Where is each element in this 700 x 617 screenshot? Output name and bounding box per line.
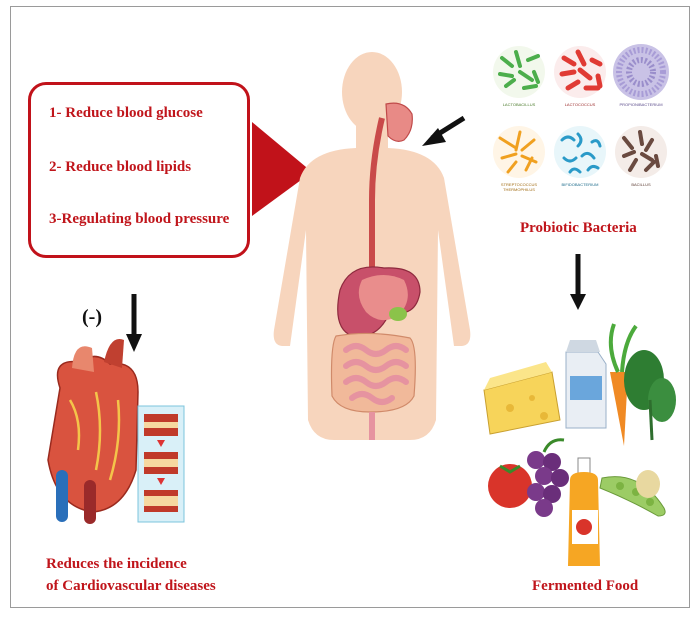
negative-effect-label: (-)	[82, 306, 102, 329]
artery-insets	[138, 406, 184, 522]
svg-text:BIFIDOBACTERIUM: BIFIDOBACTERIUM	[562, 182, 599, 187]
bacteria-colony-orange: STREPTOCOCCUS THERMOPHILUS	[493, 126, 545, 192]
arrow-bacteria-to-food	[570, 254, 586, 310]
bacteria-colony-red: LACTOCOCCUS	[554, 46, 606, 107]
benefit-reduce-glucose: 1- Reduce blood glucose	[49, 105, 203, 122]
spinach-leaves	[624, 350, 676, 440]
fermented-food-illustration	[484, 324, 676, 566]
benefit-regulate-pressure: 3-Regulating blood pressure	[49, 211, 229, 228]
pea-pods	[600, 470, 665, 516]
fermented-food-label: Fermented Food	[532, 578, 638, 595]
svg-text:LACTOCOCCUS: LACTOCOCCUS	[565, 102, 596, 107]
svg-text:BACILLUS: BACILLUS	[631, 182, 651, 187]
bacteria-colony-purple: PROPIONIBACTERIUM	[613, 44, 669, 107]
tomato	[488, 464, 532, 508]
bacteria-colony-blue: BIFIDOBACTERIUM	[554, 126, 606, 187]
milk-carton	[566, 340, 606, 428]
arrow-benefits-to-heart	[126, 294, 142, 352]
svg-text:THERMOPHILUS: THERMOPHILUS	[503, 187, 535, 192]
cardio-label-line2: of Cardiovascular diseases	[46, 578, 216, 595]
grapes	[527, 440, 569, 517]
juice-bottle	[568, 458, 600, 566]
probiotic-bacteria-label: Probiotic Bacteria	[520, 220, 637, 237]
bacteria-colony-brown: BACILLUS	[615, 126, 667, 187]
cheese-wedge	[484, 362, 560, 434]
benefits-box: 1- Reduce blood glucose 2- Reduce blood …	[28, 82, 250, 258]
heart-illustration	[48, 339, 138, 524]
svg-text:PROPIONIBACTERIUM: PROPIONIBACTERIUM	[619, 102, 662, 107]
svg-text:LACTOBACILLUS: LACTOBACILLUS	[503, 102, 536, 107]
bacteria-colony-green: LACTOBACILLUS	[493, 46, 545, 107]
cardio-label-line1: Reduces the incidence	[46, 556, 187, 573]
arrow-bacteria-to-body	[422, 118, 464, 146]
bacteria-colonies: LACTOBACILLUS LACTOCOCCUS PROPIONIBACTER…	[493, 44, 669, 192]
benefit-reduce-lipids: 2- Reduce blood lipids	[49, 159, 191, 176]
